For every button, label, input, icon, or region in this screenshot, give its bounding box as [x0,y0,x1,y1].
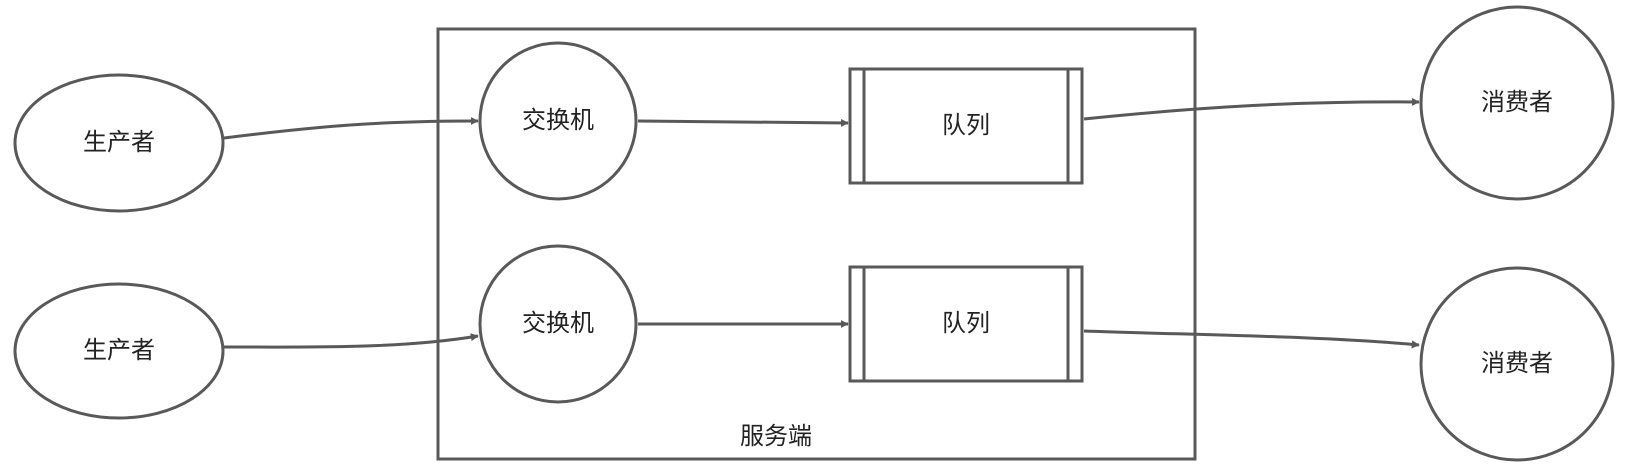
exchange-circle [478,41,638,201]
consumer-label: 消费者 [1481,88,1553,116]
producer-label: 生产者 [83,336,155,364]
consumer-node-1[interactable]: 消费者 [1419,5,1615,201]
queue-node-2[interactable]: 队列 [848,265,1084,383]
producer-ellipse [13,73,225,213]
edge-queue2-to-consumer2 [1083,329,1420,349]
consumer-label: 消费者 [1481,349,1553,377]
producer-node-1[interactable]: 生产者 [13,73,225,213]
consumer-node-2[interactable]: 消费者 [1419,266,1615,462]
exchange-node-1[interactable]: 交换机 [478,41,638,201]
producer-ellipse [13,282,225,420]
queue-label: 队列 [942,309,990,337]
exchange-label: 交换机 [522,106,594,134]
consumer-circle [1419,5,1615,201]
queue-label: 队列 [942,111,990,139]
producer-label: 生产者 [83,128,155,156]
exchange-circle [478,244,638,404]
exchange-node-2[interactable]: 交换机 [478,244,638,404]
edge-exchange1-to-queue1 [637,118,849,127]
edge-producer1-to-exchange1 [223,117,479,140]
consumer-circle [1419,266,1615,462]
queue-box [848,265,1084,383]
edge-producer2-to-exchange2 [223,333,479,349]
exchange-label: 交换机 [522,309,594,337]
producer-node-2[interactable]: 生产者 [13,282,225,420]
queue-node-1[interactable]: 队列 [848,67,1084,185]
queue-box [848,67,1084,185]
edge-queue1-to-consumer1 [1083,97,1420,121]
server-label: 服务端 [740,422,812,450]
